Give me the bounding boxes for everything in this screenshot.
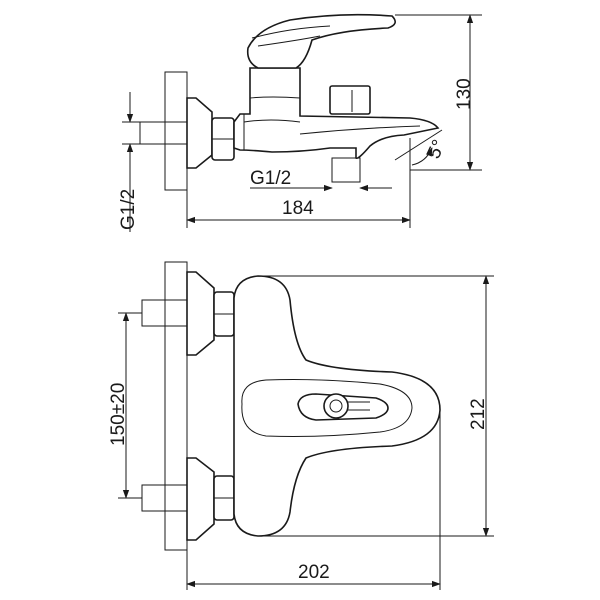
outlet-connector [331, 157, 361, 183]
lower-escutcheon [186, 457, 215, 541]
spacing-dimension-label: 150±20 [108, 383, 129, 446]
diverter-knob [329, 85, 371, 115]
handle-cap [323, 393, 349, 419]
inlet-thread-label: G1/2 [118, 189, 139, 230]
upper-inlet-pipe [141, 299, 191, 327]
wall-section-top [164, 261, 188, 551]
escutcheon [186, 97, 213, 169]
width-dimension-label: 202 [298, 562, 330, 583]
height-dimension-label: 130 [454, 78, 475, 110]
top-view: 150±20 212 202 [108, 261, 494, 590]
spout-angle-label: 5° [423, 137, 450, 162]
upper-escutcheon [186, 271, 215, 356]
lower-inlet-pipe [141, 484, 191, 512]
wall-section [164, 71, 188, 191]
side-view: 5° 130 184 G1/2 G1/2 [118, 13, 482, 232]
lever-handle [246, 13, 396, 69]
faucet-body [233, 67, 440, 160]
depth-dimension-label: 212 [468, 398, 489, 430]
outlet-thread-label: G1/2 [250, 168, 291, 189]
length-dimension-label: 184 [282, 198, 314, 219]
